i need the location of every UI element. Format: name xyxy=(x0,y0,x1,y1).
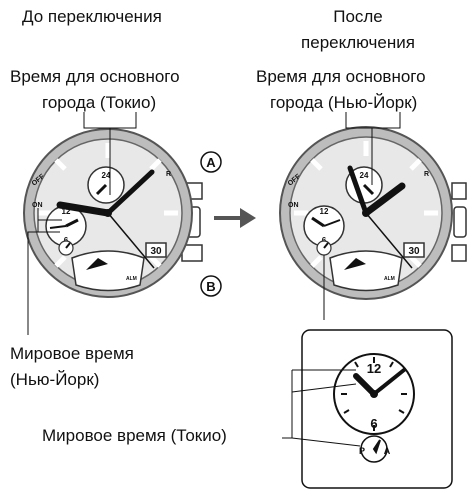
crown-after xyxy=(453,206,467,238)
label-after-line2: переключения xyxy=(301,33,415,52)
world-minute-hand xyxy=(49,225,67,229)
minute-hand-after xyxy=(347,165,369,216)
hour-hand xyxy=(56,201,112,217)
mode-r: R xyxy=(166,171,171,178)
second-hand xyxy=(107,212,155,269)
minute-hand xyxy=(105,169,155,216)
alarm-label-after: ALM xyxy=(384,276,395,282)
world-hour-hand xyxy=(65,218,79,228)
subdial-12-label-after: 12 xyxy=(320,207,329,216)
button-a-label: A xyxy=(206,155,216,170)
mode-on-after: ON xyxy=(288,202,299,209)
label-before: До переключения xyxy=(22,7,162,26)
zoom-p-label: P xyxy=(359,446,365,456)
zoom-hour-hand xyxy=(353,373,377,397)
transition-arrow xyxy=(214,208,256,228)
zoom-12-label: 12 xyxy=(367,361,381,376)
zoom-6-label: 6 xyxy=(370,416,377,431)
label-after-line1: После xyxy=(333,7,383,26)
label-world-right: Мировое время (Токио) xyxy=(42,426,227,445)
leaders-left xyxy=(27,112,137,335)
subdial-24-label-after: 24 xyxy=(360,171,369,180)
label-home-left-2: города (Токио) xyxy=(42,93,156,112)
label-home-right-2: города (Нью-Йорк) xyxy=(270,93,417,112)
hour-markers xyxy=(38,143,178,268)
subdial-24-hand xyxy=(95,183,108,196)
alarm-window xyxy=(71,250,145,292)
alarm-hand xyxy=(86,258,108,270)
date-value: 30 xyxy=(150,246,162,257)
date-value-after: 30 xyxy=(408,246,420,257)
zoom-minute-hand xyxy=(372,368,406,396)
alarm-window-after xyxy=(329,250,403,292)
zoom-ampm-hand xyxy=(372,439,381,455)
watch-after: OFF ON R 24 12 6 ALM 30 xyxy=(279,126,467,300)
alarm-label: ALM xyxy=(126,276,137,282)
subdial-12-label: 12 xyxy=(62,207,71,216)
date-window xyxy=(145,242,167,258)
date-window-after xyxy=(403,242,425,258)
watch-before: OFF ON R 24 12 6 ALM 30 xyxy=(23,128,203,298)
button-b: B xyxy=(200,275,222,297)
hour-markers-after xyxy=(294,141,438,268)
leaders-inset xyxy=(282,369,361,447)
label-world-left-1: Мировое время xyxy=(10,344,134,363)
label-home-left-1: Время для основного xyxy=(10,67,180,86)
mode-on: ON xyxy=(32,202,43,209)
label-world-left-2: (Нью-Йорк) xyxy=(10,370,99,389)
mode-r-after: R xyxy=(424,171,429,178)
zoom-a-label: A xyxy=(384,446,391,456)
hour-hand-after xyxy=(362,182,406,217)
zoom-inset: 12 6 P A xyxy=(301,329,453,489)
label-home-right-1: Время для основного xyxy=(256,67,426,86)
subdial-24-label: 24 xyxy=(102,171,111,180)
button-b-label: B xyxy=(206,279,215,294)
leaders-right xyxy=(323,112,401,320)
button-a: A xyxy=(200,151,222,173)
